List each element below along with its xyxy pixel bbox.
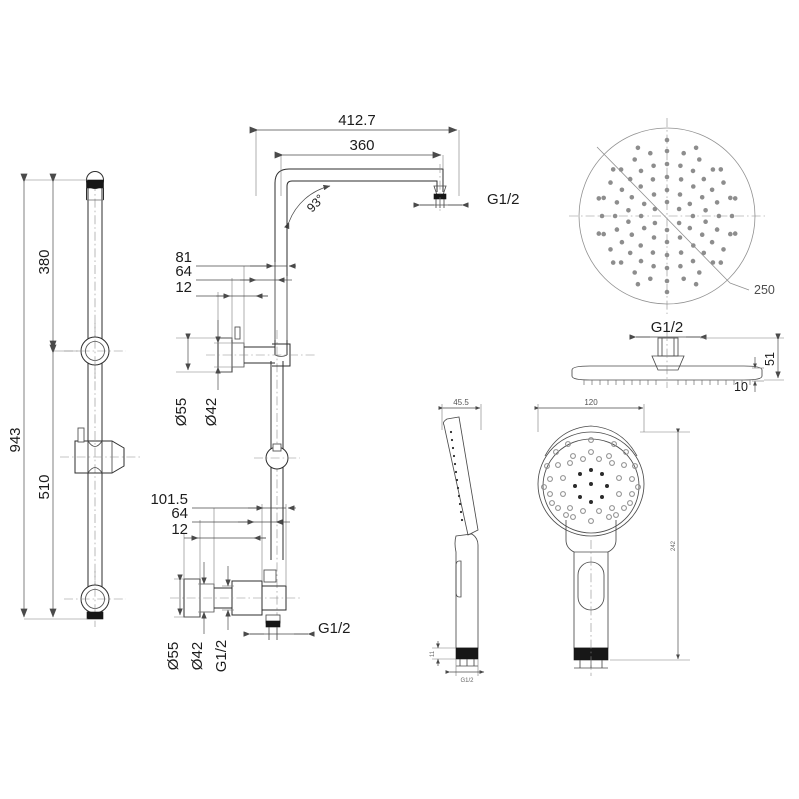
- slide-rail-top-bracket: [86, 171, 104, 201]
- dim-rail-total: 943: [7, 173, 28, 618]
- hand-shower-front-nozzles: [541, 437, 641, 524]
- shower-head-underside-hatch: [583, 380, 751, 385]
- dim-arm-reach: 360: [274, 137, 444, 196]
- slide-rail-slider-holder: [60, 427, 140, 474]
- dim-label-11: 11: [430, 650, 436, 657]
- dim-hand-conn-thread-side: G1/2: [445, 659, 485, 684]
- lower-diverter-body: [170, 569, 300, 640]
- dim-label-dia55-lower: Ø55: [165, 642, 182, 670]
- hand-shower-front-handle: [565, 520, 617, 676]
- dim-label-93deg: 93°: [304, 192, 327, 215]
- view-hand-shower-front: 120: [534, 398, 690, 676]
- dim-label-81: 81: [175, 249, 192, 266]
- dim-head-height: 51: [700, 333, 784, 381]
- dim-hand-conn-height: 11: [430, 641, 456, 666]
- dim-label-64-upper: 64: [175, 263, 192, 280]
- dim-hand-length: 242: [610, 428, 690, 661]
- dim-label-10: 10: [734, 380, 748, 394]
- upper-wall-inlet: [206, 326, 316, 373]
- dim-head-thickness: 10: [734, 357, 764, 394]
- dim-hand-width-side: 45.5: [438, 398, 482, 430]
- dim-hand-face-dia: 120: [534, 398, 645, 432]
- dim-lower-diameters: Ø55 Ø42 G1/2: [165, 562, 234, 672]
- dim-label-510: 510: [36, 474, 53, 499]
- dim-upper-diameters: Ø55 Ø42: [173, 320, 244, 426]
- riser-mid-ring: [254, 443, 300, 470]
- dim-lower-outlet-thread: G1/2: [243, 620, 351, 637]
- dim-label-360: 360: [349, 137, 374, 154]
- dim-label-64-lower: 64: [171, 505, 188, 522]
- dim-arm-outlet-thread: G1/2: [413, 191, 520, 208]
- riser-pipe: [270, 192, 288, 620]
- shower-head-side-elevation: [571, 332, 763, 388]
- dim-label-dia42-upper: Ø42: [203, 398, 220, 426]
- dim-upper-inlet-group: 81 64 12: [175, 249, 296, 344]
- hand-shower-front-face: [537, 425, 645, 537]
- dim-label-120: 120: [584, 398, 598, 407]
- view-slide-rail: 943 380 510: [7, 171, 140, 627]
- hand-shower-side-body: [443, 416, 479, 667]
- dim-label-943: 943: [7, 427, 24, 452]
- dim-label-250: 250: [754, 283, 775, 297]
- shower-head-nozzle-pattern: [596, 137, 738, 295]
- shower-head-dia-leader-tail: [729, 282, 750, 291]
- dim-label-12-lower: 12: [171, 521, 188, 538]
- dim-label-dia55-upper: Ø55: [173, 398, 190, 426]
- view-overhead-shower: 250: [569, 118, 784, 394]
- dim-label-45-5: 45.5: [453, 398, 469, 407]
- dim-label-g12-lower-inlet: G1/2: [213, 640, 230, 673]
- dim-arm-angle: 93°: [284, 184, 331, 230]
- dim-label-101-5: 101.5: [150, 491, 188, 508]
- dim-label-g12-head: G1/2: [651, 319, 684, 336]
- dim-label-51: 51: [763, 352, 777, 366]
- view-hand-shower-side: 45.5: [430, 398, 485, 684]
- dim-rail-lower: 510: [36, 344, 57, 618]
- dim-label-12-upper: 12: [175, 279, 192, 296]
- view-riser-assembly: 93° G1/2 412.7 360: [150, 112, 519, 672]
- dim-arm-overall: 412.7: [249, 112, 460, 196]
- dim-label-412-7: 412.7: [338, 112, 376, 129]
- dim-label-380: 380: [36, 249, 53, 274]
- dim-head-inlet-thread: G1/2: [629, 319, 707, 340]
- dim-rail-upper: 380: [36, 173, 57, 350]
- slide-rail-lower-mount: [64, 571, 126, 627]
- hand-shower-side-nozzles: [449, 430, 464, 522]
- dim-label-g12-hand: G1/2: [460, 678, 474, 684]
- slide-rail-extension-lines: [24, 179, 88, 620]
- slide-rail-upper-mount: [64, 323, 126, 379]
- dim-label-242: 242: [671, 540, 677, 551]
- dim-label-g12-lower-outlet: G1/2: [318, 620, 351, 637]
- dim-label-g12-arm: G1/2: [487, 191, 520, 208]
- dim-label-dia42-lower: Ø42: [189, 642, 206, 670]
- dim-lower-inlet-group: 101.5 64 12: [150, 491, 296, 586]
- slide-rail-tube: [87, 182, 103, 616]
